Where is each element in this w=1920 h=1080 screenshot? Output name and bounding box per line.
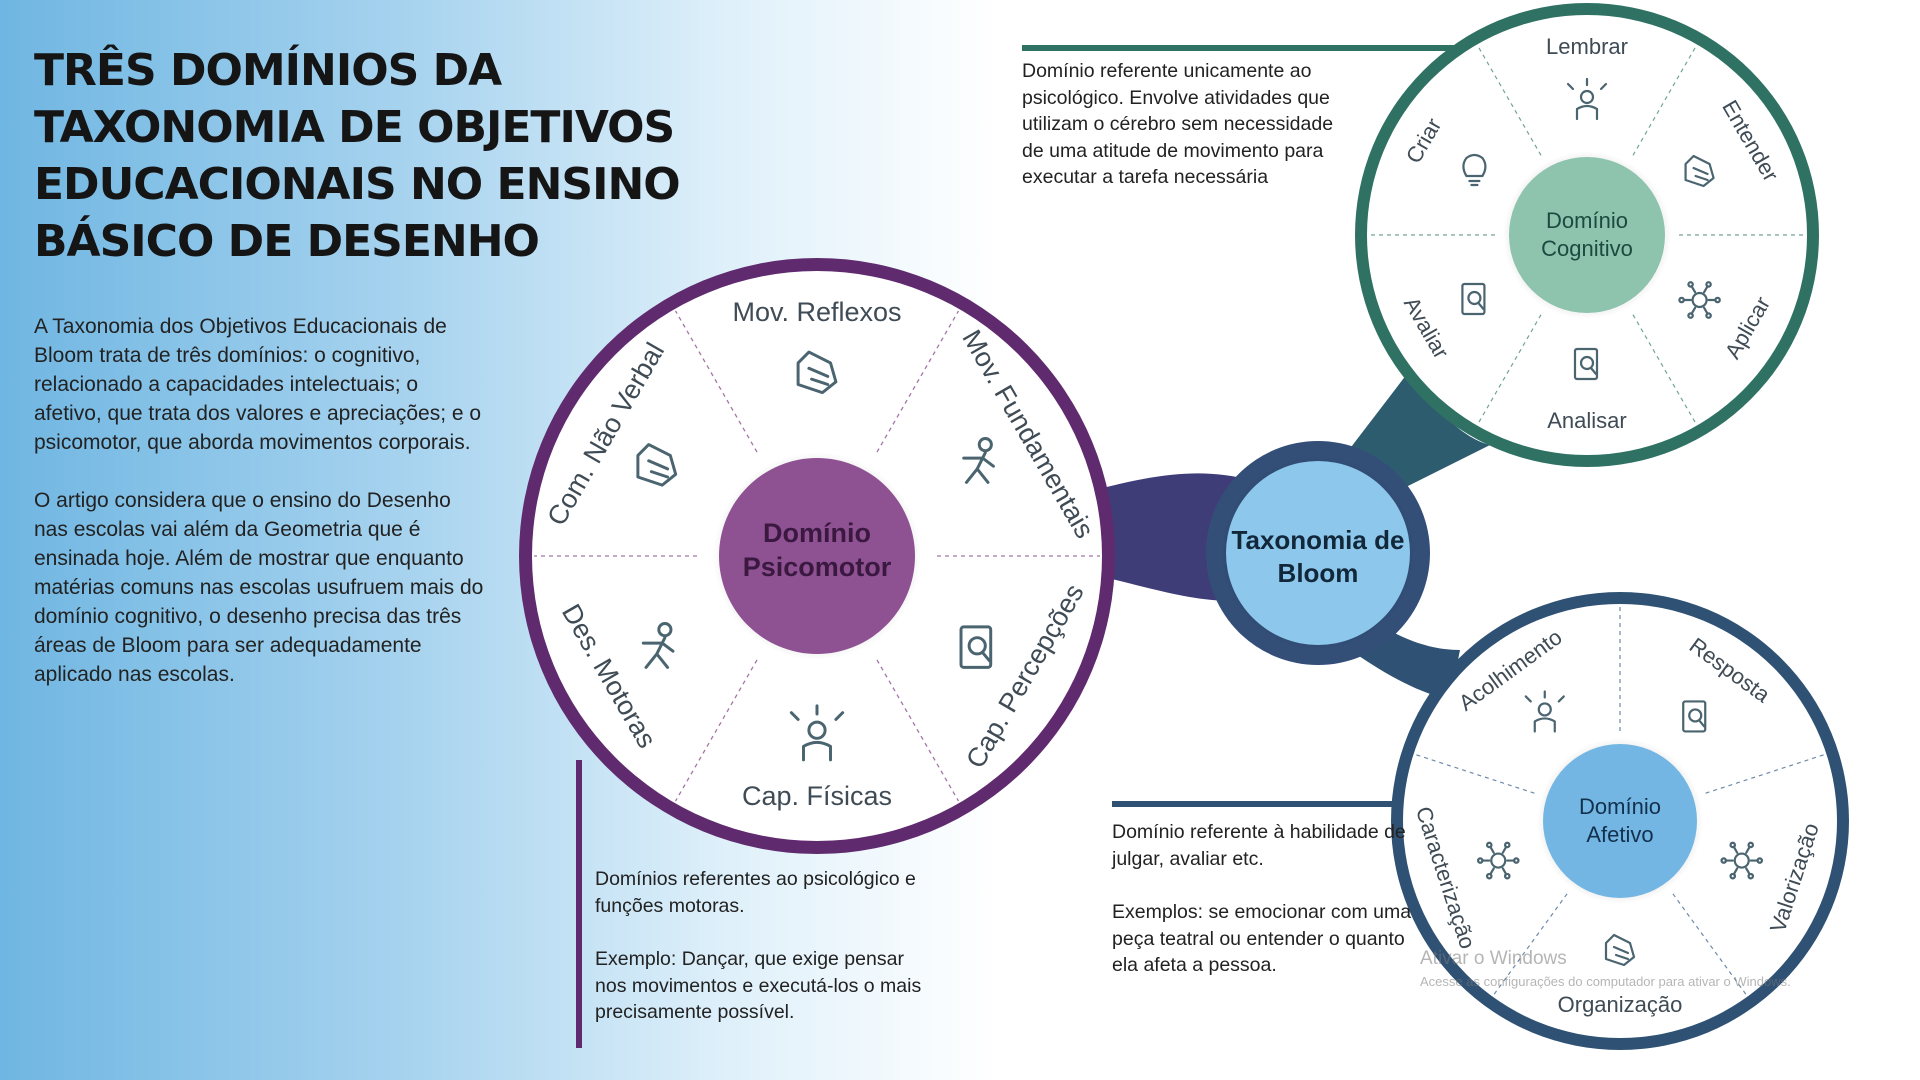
evaluate-icon	[1461, 282, 1486, 316]
center-line2: Bloom	[1278, 558, 1359, 588]
center-line1: Taxonomia de	[1232, 525, 1405, 555]
page-title: TRÊS DOMÍNIOS DA TAXONOMIA DE OBJETIVOS …	[34, 45, 681, 267]
analyze-icon	[1573, 347, 1599, 381]
cognitivo-hub	[1509, 157, 1665, 313]
valuing-icon	[1720, 841, 1764, 880]
afetivo-hub-line1: Domínio	[1579, 794, 1661, 819]
cognitivo-description: Domínio referente unicamente ao psicológ…	[1022, 58, 1352, 218]
understand-icon	[1684, 154, 1715, 188]
divider-line	[1632, 314, 1697, 425]
afe-item-label: Organização	[1558, 992, 1683, 1017]
cognitivo-leader-line	[1022, 45, 1502, 51]
receiving-icon	[1524, 690, 1565, 733]
divider-line	[876, 659, 960, 802]
cognitivo-hub-line1: Domínio	[1546, 208, 1628, 233]
afetivo-hub-line2: Afetivo	[1586, 822, 1653, 847]
windows-activation-watermark: Ativar o Windows Acesse as configurações…	[1420, 948, 1791, 989]
apply-icon	[1678, 281, 1721, 319]
psicomotor-hub-line2: Psicomotor	[743, 552, 892, 582]
remember-icon	[1566, 77, 1608, 121]
divider-line	[1477, 45, 1542, 156]
characterization-icon	[1476, 841, 1520, 880]
afetivo-dividers	[1415, 606, 1825, 996]
psi-item-label: Cap. Físicas	[742, 781, 892, 811]
center-hub	[1226, 461, 1410, 645]
fundamental-movement-icon	[962, 437, 995, 484]
psi-item-label: Mov. Reflexos	[732, 297, 901, 327]
center-node: Taxonomia de Bloom	[1206, 441, 1430, 665]
divider-line	[876, 310, 960, 453]
perception-icon	[959, 625, 993, 669]
cognitivo-description-text: Domínio referente unicamente ao psicológ…	[1022, 60, 1334, 188]
divider-line	[1493, 893, 1568, 996]
intro-paragraph: O artigo considera que o ensino do Desen…	[34, 489, 484, 686]
afetivo-hub	[1543, 744, 1697, 898]
cog-item-label: Lembrar	[1546, 34, 1628, 59]
connector-cognitivo	[1345, 370, 1490, 490]
organization-icon	[1604, 933, 1636, 967]
physical-ability-icon	[789, 704, 845, 762]
afetivo-description: Domínio referente à habilidade de julgar…	[1112, 819, 1412, 1006]
divider-line	[1705, 753, 1825, 794]
afetivo-description-text: Domínio referente à habilidade de julgar…	[1112, 821, 1406, 870]
psicomotor-leader-line	[576, 760, 582, 1048]
divider-line	[674, 659, 758, 802]
psicomotor-description-example: Exemplo: Dançar, que exige pensar nos mo…	[595, 948, 922, 1023]
cognitivo-dividers	[1369, 45, 1805, 425]
afetivo-wheel: RespostaValorizaçãoOrganizaçãoCaracteriz…	[1391, 592, 1849, 1050]
reflex-icon	[796, 350, 838, 395]
response-icon	[1682, 700, 1707, 733]
divider-line	[1477, 314, 1542, 425]
afetivo-description-example: Exemplos: se emocionar com uma peça teat…	[1112, 901, 1412, 976]
divider-line	[674, 310, 758, 453]
psicomotor-icons	[636, 350, 995, 762]
divider-line	[1672, 893, 1747, 996]
intro-text: A Taxonomia dos Objetivos Educacionais d…	[34, 312, 489, 718]
create-icon	[1462, 153, 1487, 187]
divider-line	[1632, 45, 1697, 156]
watermark-title: Ativar o Windows	[1420, 948, 1567, 969]
psicomotor-description-text: Domínios referentes ao psicológico e fun…	[595, 868, 916, 917]
psicomotor-dividers	[534, 310, 1100, 802]
divider-line	[1415, 753, 1535, 794]
intro-paragraph: A Taxonomia dos Objetivos Educacionais d…	[34, 315, 482, 454]
nonverbal-communication-icon	[636, 443, 678, 487]
afetivo-icons	[1476, 690, 1764, 967]
cognitivo-icons	[1461, 77, 1721, 381]
cognitivo-wheel: LembrarEntenderAplicarAnalisarAvaliarCri…	[1355, 3, 1819, 467]
psicomotor-description: Domínios referentes ao psicológico e fun…	[595, 866, 925, 1053]
afetivo-leader-line	[1112, 801, 1452, 807]
psicomotor-hub	[719, 458, 915, 654]
cognitivo-hub-line2: Cognitivo	[1541, 236, 1633, 261]
psicomotor-hub-line1: Domínio	[763, 518, 871, 548]
motor-skill-icon	[641, 622, 675, 669]
cog-item-label: Analisar	[1547, 408, 1626, 433]
watermark-subtitle: Acesse as configurações do computador pa…	[1420, 974, 1791, 989]
